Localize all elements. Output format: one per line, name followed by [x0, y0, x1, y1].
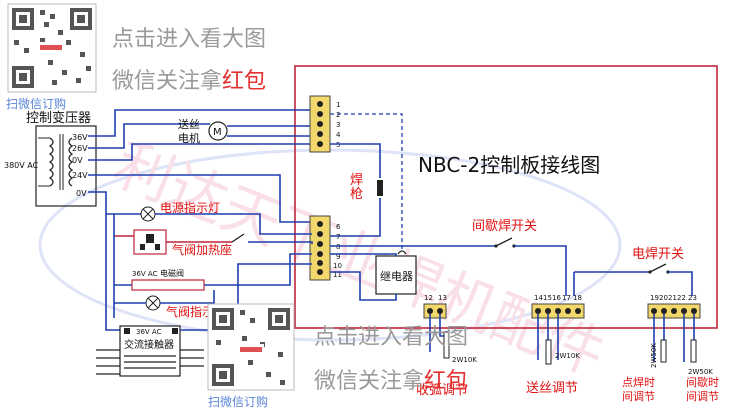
power-lamp-label: 电源指示灯 [160, 200, 220, 215]
transformer [35, 125, 97, 207]
terminal-4: 4 [336, 131, 341, 139]
control-board-outline [294, 65, 718, 329]
terminal-strip-top [309, 95, 331, 153]
wire-feed-motor [208, 121, 228, 141]
terminal-21: 21 [668, 294, 677, 302]
spot-adjust-label-2: 间调节 [622, 390, 655, 403]
terminal-23: 23 [688, 294, 697, 302]
transformer-label: 控制变压器 [26, 110, 91, 126]
terminal-9: 9 [336, 253, 340, 261]
spot-pot [660, 339, 667, 363]
terminal-17: 17 [562, 294, 571, 302]
gun-trigger [377, 180, 383, 196]
scan-buy-watermark-top: 扫微信订购 [6, 96, 66, 111]
wire-36v [88, 109, 312, 137]
interval-adjust-label-2: 间调节 [686, 390, 719, 403]
terminal-22: 22 [677, 294, 686, 302]
wire-0v-a [88, 143, 312, 161]
terminal-5: 5 [336, 141, 340, 149]
interval-adjust-label-1: 间歇时 [686, 376, 719, 389]
terminal-6: 6 [336, 223, 341, 231]
terminal-3: 3 [336, 121, 340, 129]
motor-label-1: 送丝 [178, 117, 200, 131]
qr-code-top [7, 3, 97, 93]
terminal-8: 8 [336, 243, 340, 251]
scan-buy-watermark-bottom: 扫微信订购 [208, 394, 268, 408]
feed-adjust-label: 送丝调节 [526, 381, 578, 396]
wire-24v [88, 174, 312, 223]
arc-pot [443, 331, 450, 359]
terminal-20: 20 [659, 294, 668, 302]
terminal-13: 13 [438, 294, 447, 302]
motor-label-2: 电机 [178, 131, 200, 145]
terminal-2: 2 [336, 111, 340, 119]
gas-heater-socket [133, 229, 167, 255]
contactor-voltage: 36V AC [136, 328, 162, 336]
board-title: NBC-2控制板接线图 [418, 153, 600, 177]
tap-0v-a: 0V [72, 156, 83, 165]
spot-pot-value: 2W50K [650, 343, 658, 368]
weld-switch-label: 电焊开关 [632, 246, 684, 262]
arc-pot-value: 2W10K [452, 356, 477, 364]
terminal-16: 16 [552, 294, 561, 302]
terminal-1: 1 [336, 101, 340, 109]
terminal-7: 7 [336, 233, 340, 241]
follow-watermark-top: 微信关注拿红包 [112, 68, 266, 94]
interval-pot [690, 339, 697, 363]
tap-24v: 24V [72, 171, 88, 180]
gas-heater-label: 气阀加热座 [172, 242, 232, 257]
terminal-14: 14 [534, 294, 543, 302]
terminal-strip-middle [309, 215, 331, 281]
gun-label-2: 枪 [350, 186, 363, 202]
wire-0v-b [88, 191, 120, 331]
terminal-19: 19 [650, 294, 659, 302]
solenoid-voltage: 36V AC [132, 270, 158, 278]
terminal-15: 15 [543, 294, 552, 302]
spot-adjust-label-1: 点焊时 [622, 375, 655, 389]
click-view-watermark-bottom: 点击进入看大图 [314, 325, 468, 350]
terminal-18: 18 [573, 294, 582, 302]
tap-0v-b: 0V [76, 189, 87, 198]
transformer-input: 380V AC [4, 161, 39, 170]
tap-26v: 26V [72, 144, 88, 153]
interval-pot-value: 2W50K [688, 368, 713, 376]
intermittent-switch-label: 间歇焊开关 [472, 218, 537, 234]
terminal-10: 10 [333, 262, 342, 270]
contactor-label: 交流接触器 [124, 338, 174, 351]
relay-label: 继电器 [380, 270, 413, 283]
solenoid-label: 电磁阀 [160, 268, 184, 278]
terminal-12: 12 [424, 294, 433, 302]
feed-pot-value: 2W10K [555, 352, 580, 360]
tap-36v: 36V [72, 133, 88, 142]
wire-26v [88, 123, 210, 149]
gun-label-1: 焊 [350, 172, 363, 188]
terminal-11: 11 [333, 271, 342, 279]
motor-symbol: M [213, 127, 222, 138]
qr-code-bottom [207, 303, 295, 391]
follow-watermark-bottom: 微信关注拿红包 [314, 368, 468, 394]
arc-adjust-label: 收弧调节 [416, 383, 468, 398]
solenoid-valve [131, 279, 205, 291]
feed-pot [545, 339, 552, 365]
click-view-watermark-top: 点击进入看大图 [112, 27, 266, 52]
